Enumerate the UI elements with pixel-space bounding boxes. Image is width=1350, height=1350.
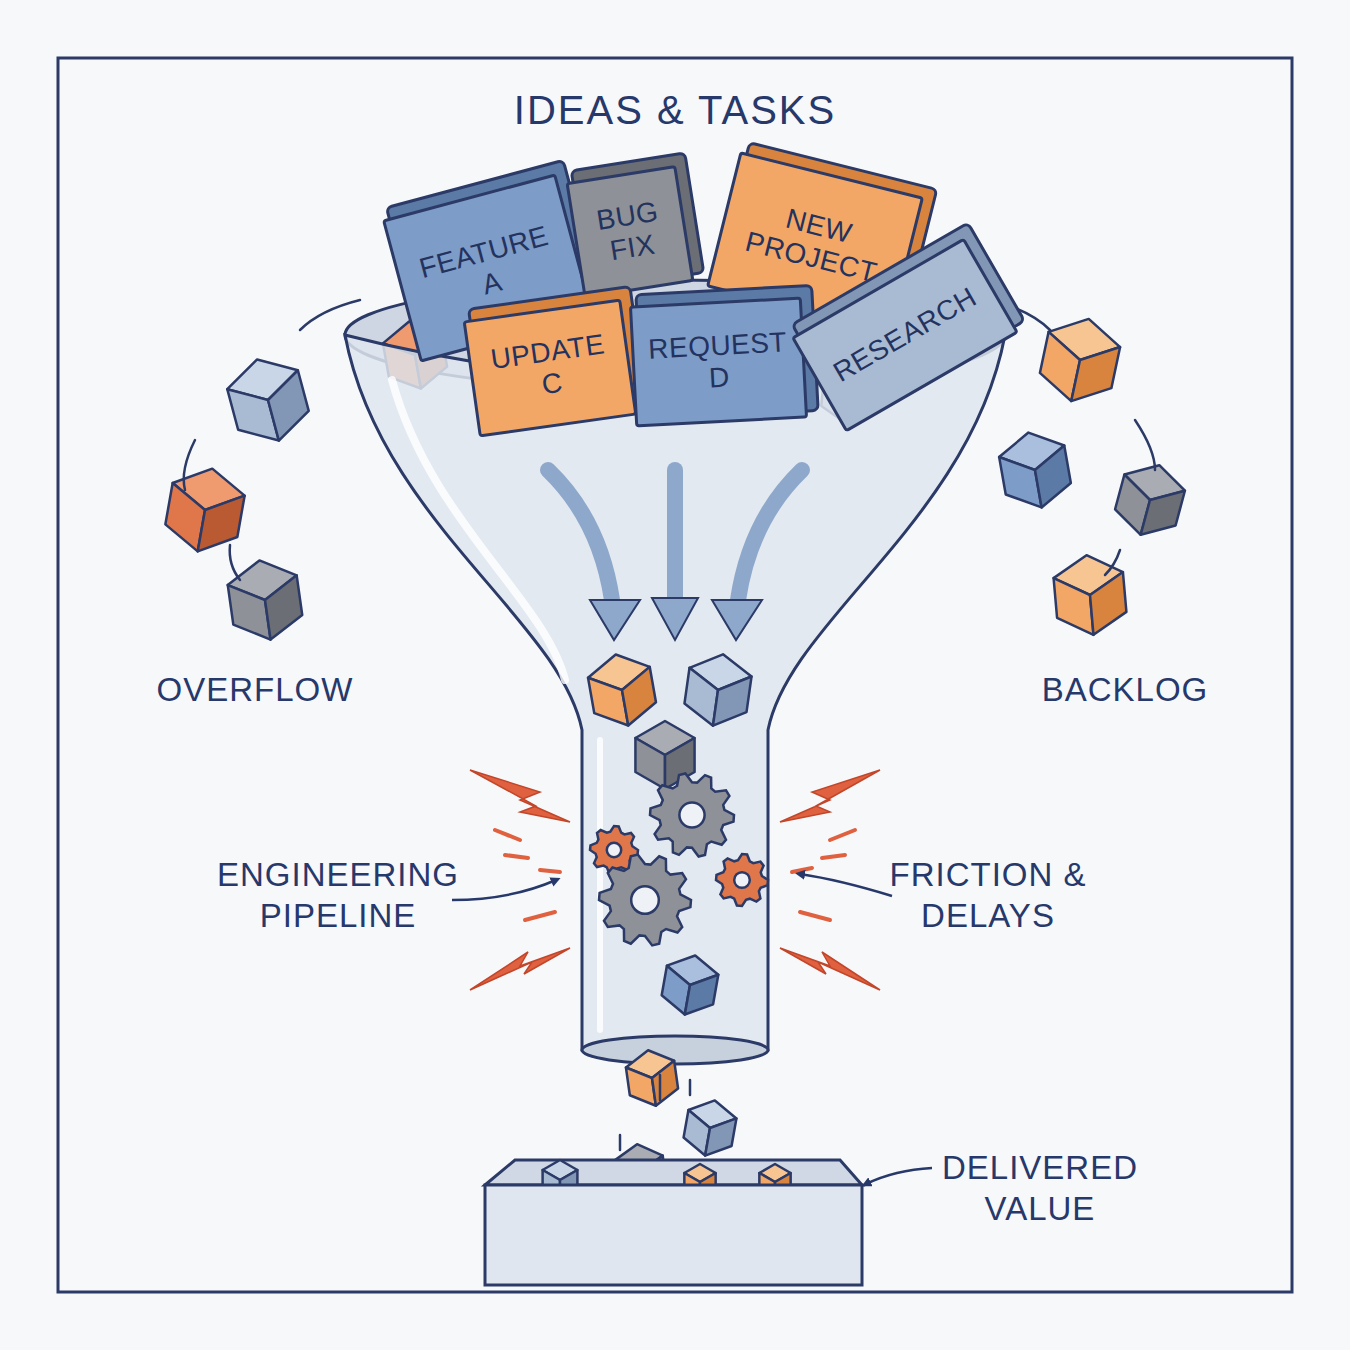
gear bbox=[599, 855, 691, 946]
task-cube bbox=[996, 427, 1074, 513]
cube-face bbox=[1141, 483, 1185, 543]
task-cube bbox=[624, 1047, 680, 1109]
cube-face bbox=[263, 370, 315, 440]
cube-face bbox=[619, 667, 659, 726]
task-block: BUG FIX bbox=[565, 165, 694, 299]
gear-hub bbox=[631, 886, 659, 914]
task-cube bbox=[659, 951, 721, 1019]
cube-face bbox=[650, 1061, 680, 1106]
delivery-box bbox=[485, 1160, 862, 1285]
callout-label: DELIVERED VALUE bbox=[920, 1147, 1160, 1230]
cube-face bbox=[1088, 572, 1128, 635]
funnel-body bbox=[345, 335, 1005, 1059]
cube-face bbox=[705, 1114, 736, 1160]
cube-face bbox=[713, 672, 752, 730]
block-label: REQUEST D bbox=[647, 326, 789, 398]
cube-face bbox=[1071, 339, 1120, 408]
friction-bolts bbox=[470, 770, 880, 990]
cube-face bbox=[262, 575, 305, 639]
cube-face bbox=[198, 489, 245, 557]
gear bbox=[650, 774, 734, 857]
cube-face bbox=[999, 451, 1041, 513]
callout-label: OVERFLOW bbox=[125, 669, 385, 710]
callout-label: ENGINEERING PIPELINE bbox=[203, 854, 473, 937]
cube-face bbox=[588, 672, 628, 731]
callout-label: BACKLOG bbox=[1015, 669, 1235, 710]
frame bbox=[58, 58, 1292, 1292]
block-label: FEATURE A bbox=[409, 218, 567, 318]
block-label: NEW PROJECT bbox=[732, 192, 899, 292]
task-cube bbox=[681, 1096, 739, 1160]
task-cube bbox=[225, 556, 305, 645]
gear-hub bbox=[679, 802, 704, 827]
flow-arrows bbox=[548, 470, 802, 640]
task-cube bbox=[222, 350, 314, 450]
task-block: REQUEST D bbox=[628, 297, 807, 428]
gear bbox=[716, 854, 768, 906]
gear-hub bbox=[734, 872, 750, 888]
task-cube bbox=[1036, 311, 1125, 408]
task-cube bbox=[1110, 457, 1189, 543]
block-label: BUG FIX bbox=[586, 194, 673, 270]
tube-mouth bbox=[582, 1036, 768, 1064]
callout-label: FRICTION & DELAYS bbox=[888, 854, 1088, 937]
diagram-title: IDEAS & TASKS bbox=[0, 88, 1350, 133]
task-cube bbox=[162, 462, 249, 557]
task-cube bbox=[682, 650, 754, 730]
task-cube bbox=[1052, 552, 1128, 638]
cube-face bbox=[626, 1064, 656, 1109]
cube-face bbox=[635, 738, 665, 789]
gear-hub bbox=[607, 843, 621, 857]
task-cube bbox=[585, 649, 659, 731]
leader-arrows bbox=[452, 874, 932, 1184]
cube-face bbox=[685, 970, 719, 1019]
block-label: UPDATE C bbox=[483, 327, 617, 408]
motion-arcs bbox=[184, 300, 1155, 1150]
task-block: UPDATE C bbox=[463, 298, 638, 437]
cube-face bbox=[1054, 575, 1094, 638]
cube-face bbox=[1032, 446, 1074, 508]
tube-highlight bbox=[597, 740, 603, 1030]
cube-face bbox=[228, 580, 271, 644]
